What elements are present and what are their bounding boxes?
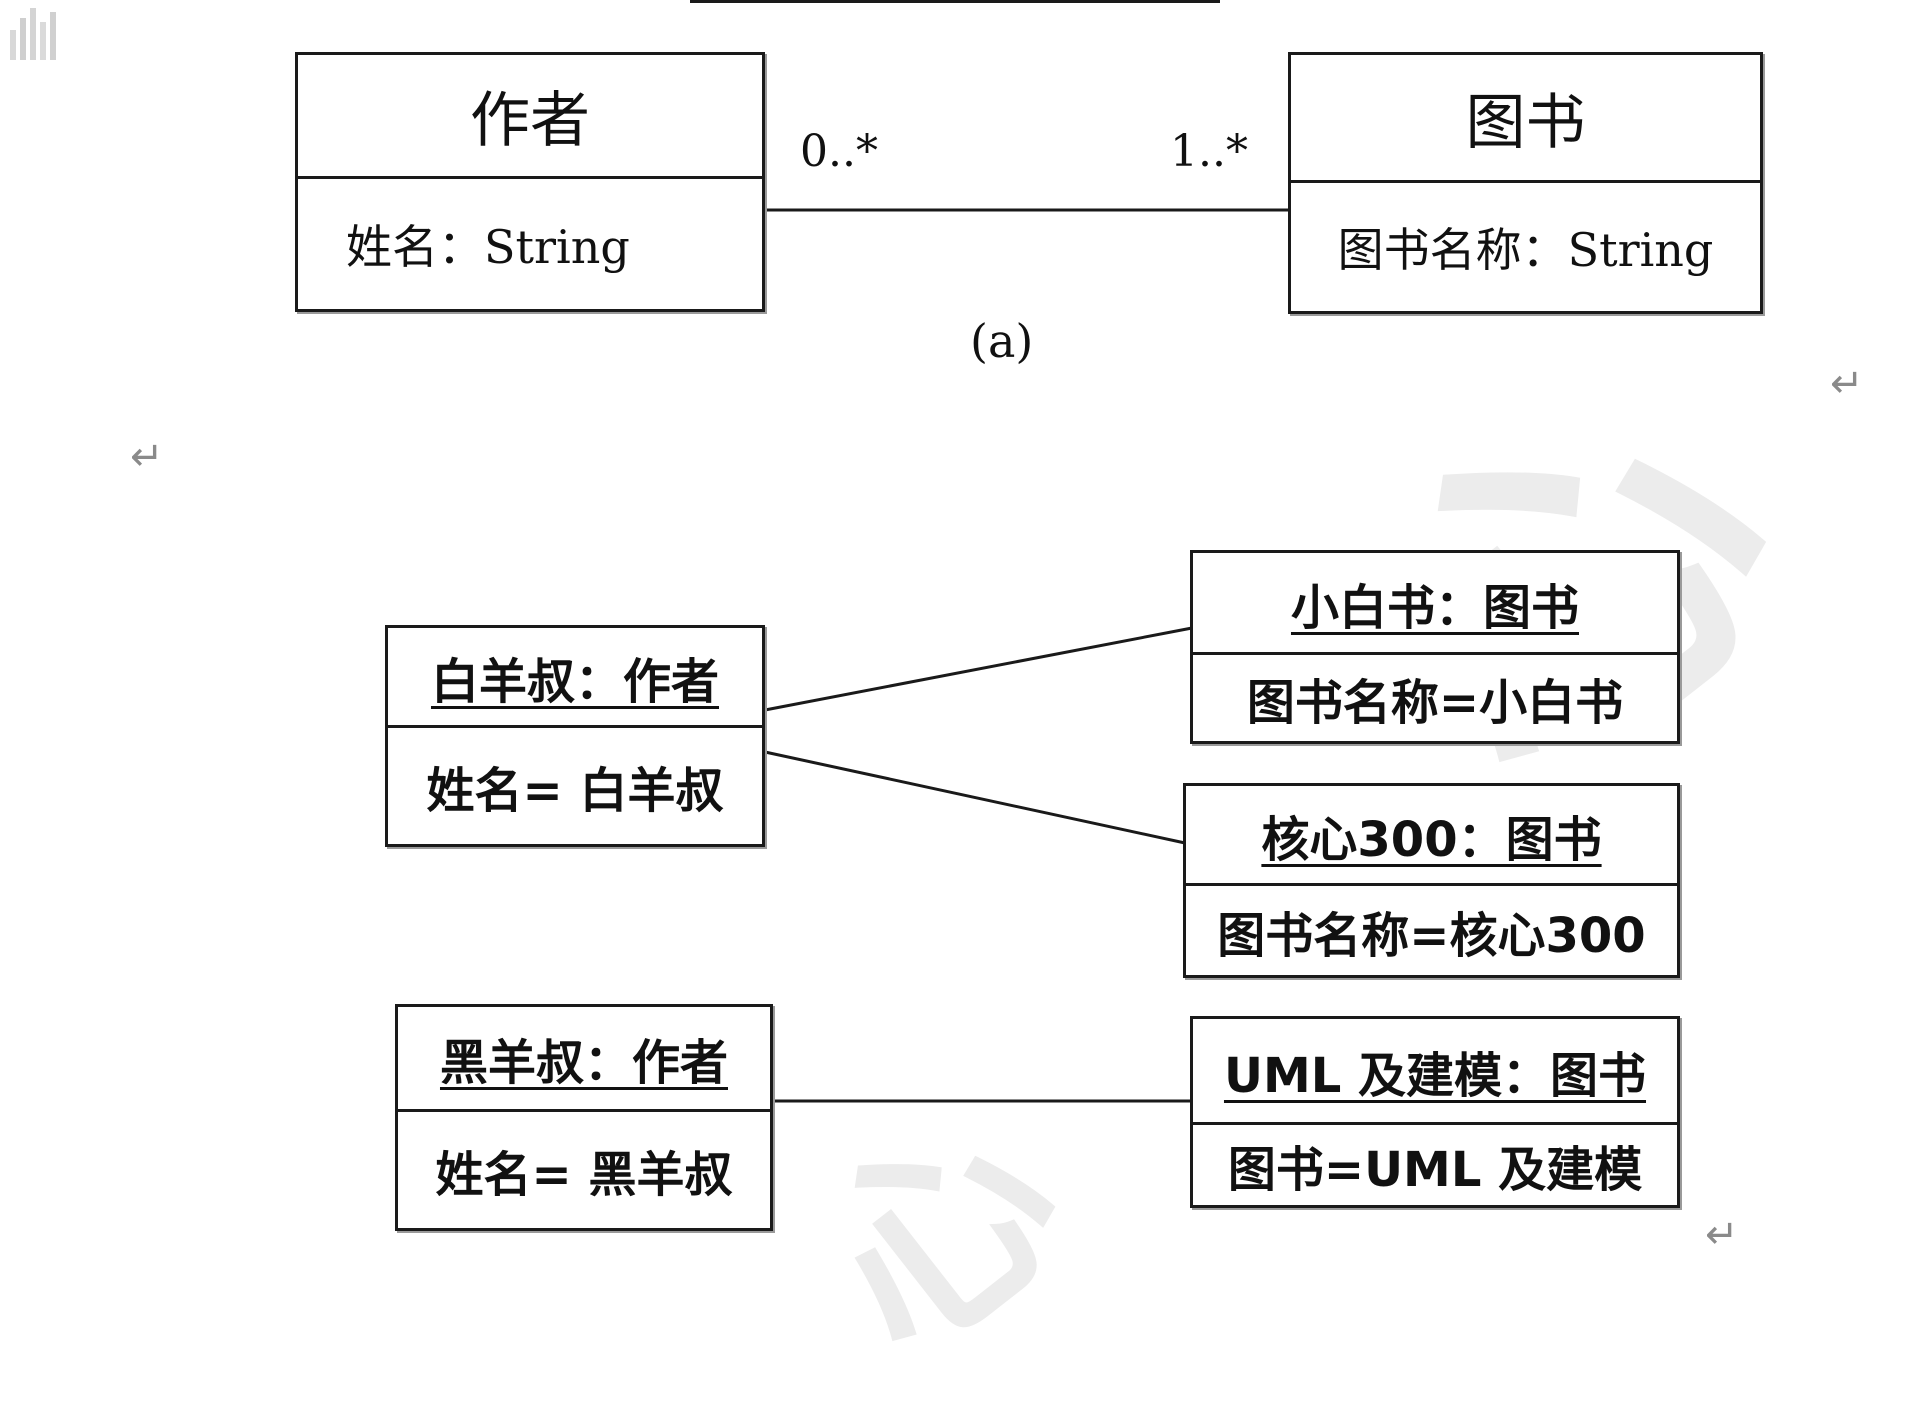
book-multiplicity: 1..* [1170,126,1248,177]
author-class-box: 作者 姓名：String [295,52,765,312]
object-attribute: 图书名称=小白书 [1246,675,1624,731]
paragraph-mark: ↵ [130,434,164,480]
object-title: UML 及建模：图书 [1193,1019,1677,1125]
figure-caption: (a) [970,314,1034,368]
book-class-attribute: 图书名称：String [1337,223,1714,277]
object-title: 小白书：图书 [1193,553,1677,655]
author-class-attribute: 姓名：String [346,220,630,274]
object-author-heiyangshu: 黑羊叔：作者 姓名= 黑羊叔 [395,1004,773,1231]
link-baiyangshu-hexin300 [764,750,1186,845]
diagram-canvas: 心 心 作者 姓名：String 图书 图书名称：String 0..* 1..… [10,0,1864,1403]
object-title: 白羊叔：作者 [388,628,762,728]
book-class-box: 图书 图书名称：String [1288,52,1763,314]
object-attribute: 图书名称=核心300 [1217,907,1646,964]
object-attribute: 姓名= 白羊叔 [426,763,724,819]
author-class-name: 作者 [298,55,762,179]
author-multiplicity: 0..* [800,126,878,177]
link-baiyangshu-xiaobaishu [764,626,1193,712]
association-lines [763,208,1290,1103]
paragraph-mark: ↵ [1705,1212,1739,1258]
object-book-hexin300: 核心300：图书 图书名称=核心300 [1183,783,1680,978]
object-book-uml: UML 及建模：图书 图书=UML 及建模 [1190,1016,1680,1208]
object-title: 核心300：图书 [1186,786,1677,886]
book-class-name: 图书 [1291,55,1760,183]
object-attribute: 图书=UML 及建模 [1227,1142,1643,1198]
paragraph-mark: ↵ [1830,361,1864,407]
object-book-xiaobaishu: 小白书：图书 图书名称=小白书 [1190,550,1680,744]
object-title: 黑羊叔：作者 [398,1007,770,1112]
page-top-rule [690,0,1220,3]
object-attribute: 姓名= 黑羊叔 [435,1147,733,1203]
scan-artifact-icon [10,8,56,60]
object-author-baiyangshu: 白羊叔：作者 姓名= 白羊叔 [385,625,765,847]
